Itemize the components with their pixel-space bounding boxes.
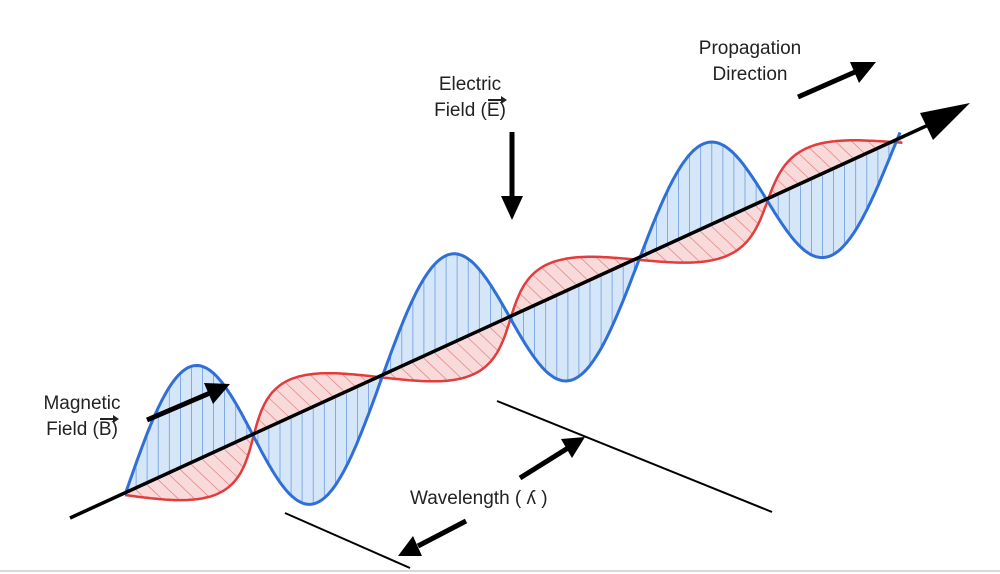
magnetic-hatch-line	[224, 449, 244, 468]
propagation-label-line2: Direction	[712, 64, 788, 85]
magnetic-hatch-line	[789, 159, 812, 182]
electric-field-symbol: E	[487, 96, 507, 124]
magnetic-hatch-line	[797, 152, 823, 177]
magnetic-hatch-line	[532, 274, 558, 298]
magnetic-hatch-line	[579, 256, 602, 278]
magnetic-hatch-line	[213, 454, 238, 478]
wavelength-symbol: ʎ	[526, 488, 537, 509]
magnetic-hatch-line	[834, 140, 856, 161]
magnetic-hatch-line	[820, 143, 845, 167]
magnetic-hatch-line	[733, 216, 753, 235]
magnetic-hatch-line	[202, 459, 231, 487]
magnetic-hatch-line	[423, 357, 448, 381]
magnetic-hatch-line	[275, 388, 303, 415]
magnetic-hatch-line	[434, 352, 462, 379]
magnetic-field-fill	[125, 140, 903, 501]
magnetic-hatch-line	[467, 337, 492, 361]
wavelength-boundary-line-right	[496, 400, 773, 513]
magnetic-hatch-line	[401, 368, 415, 381]
electric-field-label: Electric Field (E)	[415, 72, 525, 124]
magnetic-hatch-line	[456, 342, 484, 369]
wavelength-close-paren: )	[536, 488, 548, 509]
magnetic-hatch-line	[689, 236, 715, 261]
magnetic-hatch-line	[146, 484, 163, 500]
magnetic-field-symbol: B	[99, 415, 119, 443]
electric-field-word: Field (	[434, 100, 487, 121]
magnetic-hatch-line	[445, 347, 474, 375]
magnetic-hatch-line	[284, 381, 314, 410]
magnetic-hatch-line	[490, 327, 504, 341]
magnetic-hatch-line	[180, 469, 210, 498]
magnetic-hatch-line	[296, 377, 325, 405]
magnetic-field-word: Field (	[46, 419, 99, 440]
wavelength-label: Wavelength ( ʎ )	[410, 486, 610, 512]
magnetic-hatch-line	[169, 474, 196, 500]
magnetic-hatch-line	[678, 241, 701, 263]
magnetic-hatch-line	[667, 246, 685, 263]
electric-field-label-line1: Electric	[438, 74, 502, 95]
propagation-direction-label: Propagation Direction	[670, 36, 830, 88]
propagation-direction-arrow-icon	[796, 62, 876, 100]
magnetic-hatch-line	[191, 464, 221, 493]
magnetic-hatch-line	[744, 211, 759, 225]
magnetic-field-label-line1: Magnetic	[43, 393, 121, 414]
propagation-axis	[69, 114, 949, 520]
magnetic-hatch-line	[479, 332, 499, 352]
magnetic-hatch-line	[541, 267, 569, 293]
magnetic-field-arrow-icon	[146, 383, 230, 423]
magnetic-hatch-line	[309, 374, 336, 400]
wavelength-text: Wavelength (	[410, 488, 527, 509]
wavelength-arrow-right-icon	[518, 437, 585, 481]
magnetic-hatch-line	[565, 258, 591, 283]
magnetic-field-label: Magnetic Field (B)	[22, 391, 142, 443]
electric-field-close-paren: )	[499, 100, 506, 121]
magnetic-hatch-line	[235, 444, 249, 457]
magnetic-hatch-line	[157, 479, 180, 501]
wavelength-boundary-line-left	[284, 512, 411, 569]
magnetic-hatch-line	[324, 372, 347, 394]
electric-field-arrow-icon	[501, 132, 523, 220]
wavelength-arrow-left-icon	[398, 518, 468, 556]
magnetic-hatch-line	[552, 261, 580, 288]
magnetic-hatch-line	[656, 251, 668, 263]
magnetic-hatch-line	[525, 282, 546, 303]
magnetic-field-label-line2: Field (B)	[22, 415, 142, 443]
magnetic-hatch-line	[711, 226, 738, 251]
magnetic-hatch-line	[412, 363, 433, 382]
electric-field-label-line2: Field (E)	[415, 96, 525, 124]
magnetic-hatch-line	[700, 231, 727, 257]
magnetic-hatch-line	[722, 221, 746, 244]
magnetic-hatch-line	[268, 397, 292, 420]
propagation-label-line1: Propagation	[698, 38, 802, 59]
propagation-axis-arrowhead	[920, 103, 970, 140]
magnetic-hatch-line	[808, 147, 834, 172]
magnetic-field-close-paren: )	[111, 419, 118, 440]
magnetic-hatch-line	[755, 206, 764, 214]
electric-field-curve	[123, 131, 902, 506]
